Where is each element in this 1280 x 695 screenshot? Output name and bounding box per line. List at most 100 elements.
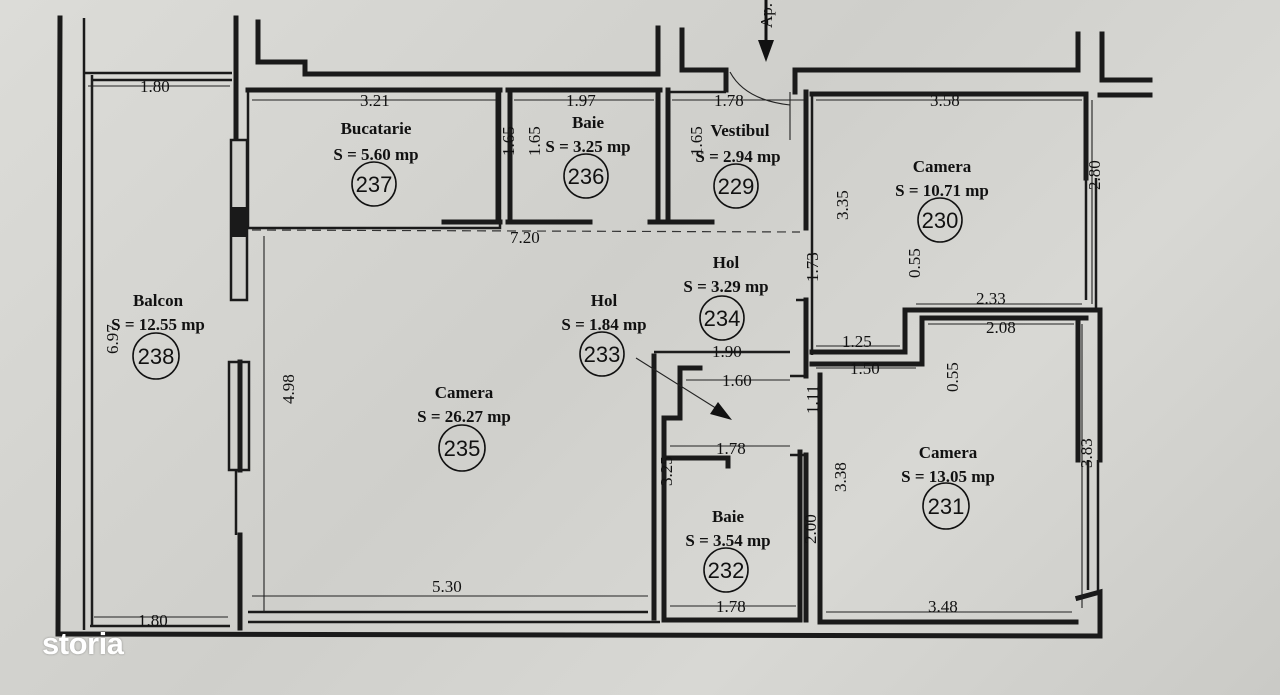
dim-camera-231-left: 3.38 [831, 462, 850, 492]
room-number: 235 [444, 436, 481, 461]
room-number: 236 [568, 164, 605, 189]
dim-hol-233-inner: 1.60 [722, 371, 752, 390]
outer-wall-corner-right [1099, 31, 1153, 83]
room-number-circle [922, 482, 970, 530]
window-mullion [231, 207, 247, 237]
room-number: 230 [922, 208, 959, 233]
room-name: Camera [913, 157, 972, 176]
room-area: S = 3.29 mp [683, 277, 768, 296]
room-number-circle [438, 424, 486, 472]
dim-baie-left-side: 1.65 [525, 126, 544, 156]
outer-wall-bottom [55, 631, 1103, 639]
room-vestibul: Vestibul S = 2.94 mp 229 [695, 121, 781, 209]
room-area: S = 10.71 mp [895, 181, 989, 200]
room-name: Vestibul [711, 121, 770, 140]
room-name: Hol [591, 291, 618, 310]
dim-line-corridor [251, 229, 801, 233]
dim-step-small: 0.55 [905, 248, 924, 278]
room-name: Baie [712, 507, 745, 526]
outer-wall-left [55, 15, 63, 635]
room-area: S = 26.27 mp [417, 407, 511, 426]
room-number-circle [917, 197, 963, 243]
room-area: S = 1.84 mp [561, 315, 646, 334]
room-number: 237 [356, 172, 393, 197]
walls [55, 15, 1153, 639]
hol-233-arrow-head [710, 402, 732, 420]
entry-arrow-head [758, 40, 774, 62]
room-number-circle [579, 331, 625, 377]
dim-baie-top-width: 1.97 [566, 91, 596, 110]
dim-step-width-2: 1.50 [850, 359, 880, 378]
outer-wall-top-left [255, 19, 661, 77]
dim-camera-231-bottom: 3.48 [928, 597, 958, 616]
room-camera-230: Camera S = 10.71 mp 230 [895, 157, 989, 243]
dim-balcon-height: 6.97 [103, 324, 122, 354]
entry-label: Ap. [757, 3, 776, 28]
room-name: Balcon [133, 291, 184, 310]
room-area: S = 13.05 mp [901, 467, 995, 486]
room-area: S = 2.94 mp [695, 147, 780, 166]
dim-step-small-2: 0.55 [943, 362, 962, 392]
room-hol-234: Hol S = 3.29 mp 234 [683, 253, 769, 341]
room-name: Baie [572, 113, 605, 132]
entrance-wall-left [679, 27, 729, 93]
entrance-door-swing [729, 71, 791, 106]
room-area: S = 3.25 mp [545, 137, 630, 156]
camera-231-corner [1074, 588, 1103, 639]
room-bucatarie: Bucatarie S = 5.60 mp 237 [333, 119, 419, 207]
dim-baie-bottom-top: 1.78 [716, 439, 746, 458]
room-area: S = 5.60 mp [333, 145, 418, 164]
hall-233-left-step [661, 365, 703, 623]
dim-camera-231-top: 2.08 [986, 318, 1016, 337]
dim-camera-231-right: 3.83 [1077, 438, 1096, 468]
dim-balcon-top: 1.80 [140, 77, 170, 96]
room-name: Camera [919, 443, 978, 462]
dim-camera-230-bottom: 2.33 [976, 289, 1006, 308]
dim-corridor-length: 7.20 [510, 228, 540, 247]
dim-camera-235-side: 4.98 [279, 374, 298, 404]
room-number: 231 [928, 494, 965, 519]
dim-camera-235-bottom: 5.30 [432, 577, 462, 596]
dim-baie-bottom-side: 2.00 [801, 514, 820, 544]
dim-hol-234-side: 1.73 [803, 252, 822, 282]
dim-hol-233-width: 1.90 [712, 342, 742, 361]
room-number: 234 [704, 306, 741, 331]
room-camera-231: Camera S = 13.05 mp 231 [901, 443, 995, 530]
room-name: Hol [713, 253, 740, 272]
dim-hol-vertical: 3.35 [833, 190, 852, 220]
room-name: Bucatarie [341, 119, 412, 138]
room-area: S = 3.54 mp [685, 531, 770, 550]
room-number-circle [699, 295, 745, 341]
room-hol-233: Hol S = 1.84 mp 233 [561, 291, 647, 377]
camera-230-bottom-wall [809, 307, 1103, 463]
dim-bucatarie-side: 1.65 [499, 126, 518, 156]
storia-logo: storia [42, 626, 124, 661]
dim-camera-230-side: 2.80 [1085, 160, 1104, 190]
room-number: 232 [708, 558, 745, 583]
dim-vestibul-top: 1.78 [714, 91, 744, 110]
camera-231-top-wall [809, 315, 1089, 367]
room-number: 229 [718, 174, 755, 199]
dim-baie-bottom-width: 1.78 [716, 597, 746, 616]
dim-balcon-bottom: 1.80 [138, 611, 168, 630]
dim-step-width: 1.25 [842, 332, 872, 351]
bath-bottom-top-wall [661, 455, 731, 469]
room-number-circle [563, 153, 609, 199]
outer-wall-top-right [792, 31, 1081, 95]
dimension-lines [88, 0, 1093, 626]
room-balcon: Balcon S = 12.55 mp 238 [111, 291, 205, 380]
dim-bucatarie-top: 3.21 [360, 91, 390, 110]
dim-camera-235-right: 3.25 [657, 456, 676, 486]
room-area: S = 12.55 mp [111, 315, 205, 334]
hol-233-arrow-line [635, 357, 723, 413]
room-number-circle [713, 163, 759, 209]
room-number: 233 [584, 342, 621, 367]
room-baie-bottom: Baie S = 3.54 mp 232 [685, 507, 771, 593]
room-number-circle [132, 332, 180, 380]
dim-camera-230-top: 3.58 [930, 91, 960, 110]
room-number: 238 [138, 344, 175, 369]
room-baie-top: Baie S = 3.25 mp 236 [545, 113, 631, 199]
room-number-circle [351, 161, 397, 207]
